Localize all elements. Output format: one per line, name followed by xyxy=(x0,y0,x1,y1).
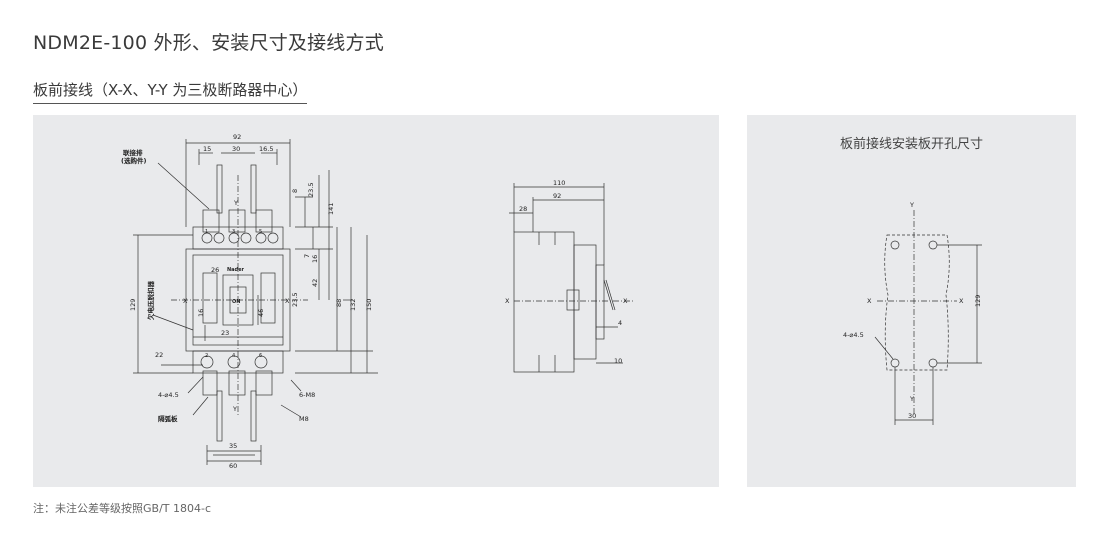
dim-23: 23 xyxy=(221,329,229,337)
dim-110: 110 xyxy=(553,179,565,187)
dim-10: 10 xyxy=(614,357,622,365)
dim-16-5: 16.5 xyxy=(259,145,273,153)
dim-30: 30 xyxy=(232,145,240,153)
axis-x-side-left: X xyxy=(505,297,510,305)
dimension-drawing: 92 15 30 16.5 联接排 (选购件) Y 1 3 5 8 23.5 1… xyxy=(121,133,633,470)
dim-22: 22 xyxy=(155,351,163,359)
dim-132: 132 xyxy=(349,299,357,311)
axis-x-right: X xyxy=(285,297,290,305)
cutout-dim-30: 30 xyxy=(908,412,916,420)
cutout-axis-y-bottom: Y xyxy=(909,395,914,403)
label-barrier: 隔弧板 xyxy=(158,414,178,423)
terminal-1: 1 xyxy=(205,229,208,235)
terminal-3: 3 xyxy=(232,229,235,235)
dim-92: 92 xyxy=(233,133,241,141)
page-title: NDM2E-100 外形、安装尺寸及接线方式 xyxy=(33,32,384,54)
cutout-axis-y-top: Y xyxy=(909,201,914,209)
dim-88: 88 xyxy=(335,299,343,307)
brand-label: Nader xyxy=(227,267,245,273)
dim-60: 60 xyxy=(229,462,237,470)
dim-46: 46 xyxy=(257,309,265,317)
dim-4: 4 xyxy=(618,319,622,327)
cutout-axis-x-right: X xyxy=(959,297,964,305)
dim-129: 129 xyxy=(129,299,137,311)
dim-16: 16 xyxy=(311,255,319,263)
dim-35: 35 xyxy=(229,442,237,450)
terminal-6: 6 xyxy=(259,353,262,359)
dim-16-b: 16 xyxy=(197,309,205,317)
switch-on-label: ON xyxy=(232,299,240,305)
dim-26: 26 xyxy=(211,266,219,274)
dim-23-5: 23.5 xyxy=(291,293,299,307)
cutout-label-hole: 4-⌀4.5 xyxy=(843,331,864,339)
label-m8: M8 xyxy=(299,415,309,423)
dim-8: 8 xyxy=(291,189,299,193)
cutout-axis-x-left: X xyxy=(867,297,872,305)
terminal-4: 4 xyxy=(232,353,235,359)
dim-28: 28 xyxy=(519,205,527,213)
tolerance-note: 注：未注公差等级按照GB/T 1804-c xyxy=(33,502,212,515)
cutout-drawing: Y X X 129 4-⌀4.5 Y 30 xyxy=(843,201,982,425)
drawing-panel-cutout: 板前接线安装板开孔尺寸 Y X X 129 4-⌀4.5 Y 30 xyxy=(747,115,1076,487)
label-6m8: 6-M8 xyxy=(299,391,315,399)
axis-y-top: Y xyxy=(233,199,238,207)
label-link-bar: 联接排 xyxy=(123,148,143,157)
axis-x-left: X xyxy=(183,297,188,305)
dim-141: 141 xyxy=(327,203,335,215)
dim-42: 42 xyxy=(311,279,319,287)
label-optional: (选购件) xyxy=(121,156,146,165)
axis-y-bottom: Y xyxy=(232,405,237,413)
dim-150: 150 xyxy=(365,299,373,311)
section-subtitle: 板前接线（X-X、Y-Y 为三极断路器中心） xyxy=(33,79,308,104)
cutout-dim-129: 129 xyxy=(974,295,982,307)
dim-7: 7 xyxy=(303,254,311,258)
dim-23-5-top: 23.5 xyxy=(307,183,315,197)
cutout-panel-title: 板前接线安装板开孔尺寸 xyxy=(839,137,983,152)
axis-x-side-right: X xyxy=(623,297,628,305)
label-uv-release: 欠电压脱扣器 xyxy=(146,281,155,321)
drawing-panel-front-side: 92 15 30 16.5 联接排 (选购件) Y 1 3 5 8 23.5 1… xyxy=(33,115,719,487)
label-hole-front: 4-⌀4.5 xyxy=(158,391,179,399)
dim-15: 15 xyxy=(203,145,211,153)
terminal-5: 5 xyxy=(259,229,262,235)
dim-92-side: 92 xyxy=(553,192,561,200)
terminal-2: 2 xyxy=(205,353,208,359)
